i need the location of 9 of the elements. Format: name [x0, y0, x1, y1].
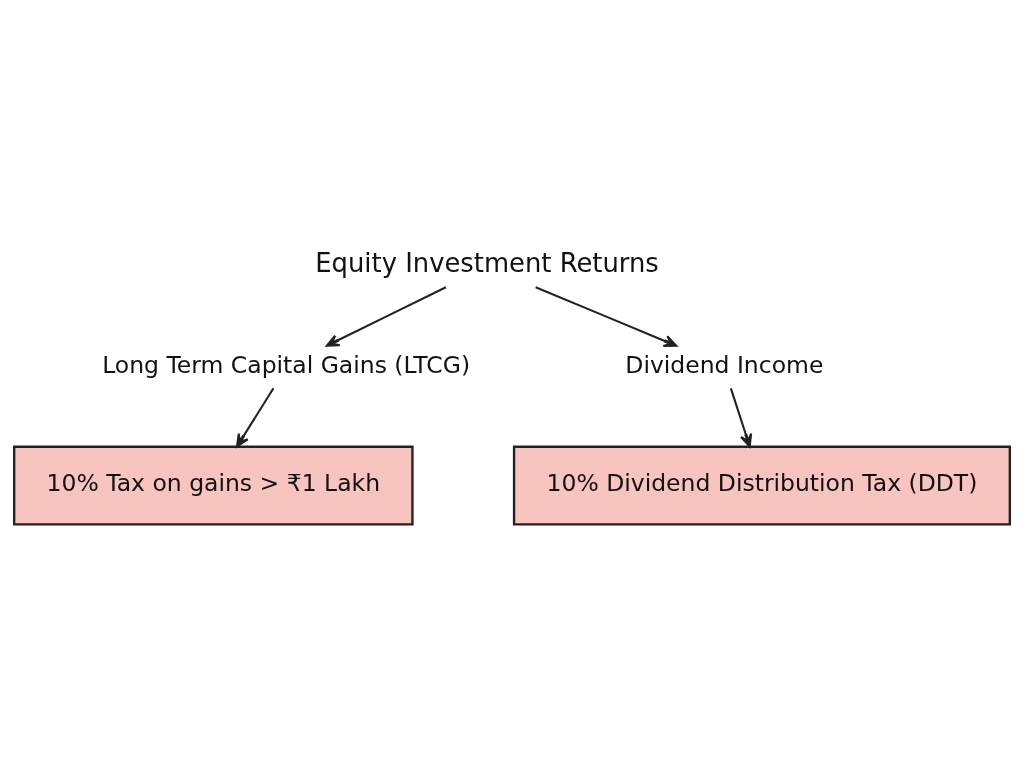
arrow: [325, 285, 447, 347]
node-box: 10% Dividend Distribution Tax (DDT): [512, 445, 1011, 525]
node-text: Dividend Income: [625, 350, 824, 379]
arrow: [729, 387, 753, 448]
node-text: Long Term Capital Gains (LTCG): [102, 350, 471, 379]
arrow: [235, 387, 275, 448]
arrow: [535, 285, 678, 347]
node-box: 10% Tax on gains > ₹1 Lakh: [13, 445, 414, 525]
node-text: Equity Investment Returns: [315, 247, 659, 278]
